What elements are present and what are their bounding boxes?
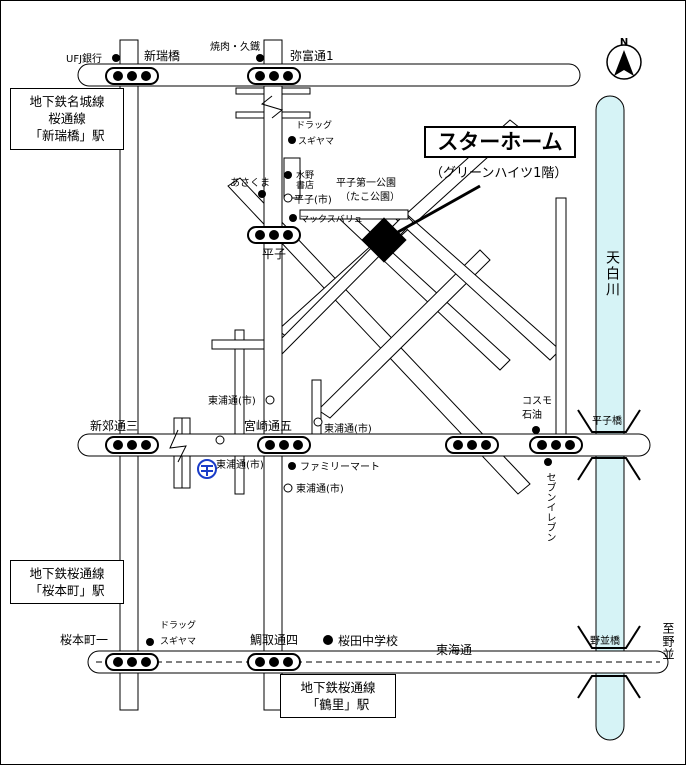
label-maxvalu: マックスバリュ xyxy=(300,214,363,225)
label-cosmo-a: コスモ xyxy=(522,396,552,407)
label-mizuno-b: 書店 xyxy=(296,179,314,191)
station-box-sakurahoncho: 地下鉄桜通線 「桜本町」駅 xyxy=(10,560,124,604)
bus-stop-icons xyxy=(215,193,323,493)
label-cosmo-b: 石油 xyxy=(522,408,542,421)
destination-title: スターホーム xyxy=(424,126,576,158)
compass-icon: N xyxy=(606,37,642,80)
signal-mid-east xyxy=(445,436,499,454)
label-miyazakidori5: 宮崎通五 xyxy=(244,418,292,433)
station-box-shinmizuhashi: 地下鉄名城線 桜通線 「新瑞橋」駅 xyxy=(10,88,124,150)
station-name: 「桜本町」駅 xyxy=(29,583,105,598)
compass-label: N xyxy=(620,37,628,48)
label-nonamibashi: 野並橋 xyxy=(590,634,620,647)
label-shinmizuhashi: 新瑞橋 xyxy=(144,48,180,63)
road-v-center xyxy=(263,39,283,711)
tenpaku-river xyxy=(595,95,625,741)
signal-hirabari xyxy=(247,226,301,244)
label-tottoridori4: 鯛取通四 xyxy=(250,633,298,647)
bridge-hirabaribashi xyxy=(577,409,641,481)
label-school: 桜田中学校 xyxy=(338,633,398,648)
label-drug2-b: スギヤマ xyxy=(160,636,196,647)
signal-yatomidori1 xyxy=(247,67,301,85)
landmark-dots xyxy=(112,54,552,646)
signal-shingodori3 xyxy=(105,436,159,454)
label-tourabus1: 東浦通(市) xyxy=(208,394,256,407)
label-tenpaku-river: 天白川 xyxy=(604,250,620,298)
label-tourabus4: 東浦通(市) xyxy=(296,482,344,495)
station-line-2: 桜通線 xyxy=(48,111,86,126)
label-seven-eleven: セブンイレブン xyxy=(544,472,555,542)
label-drug1-a: ドラッグ xyxy=(296,119,332,131)
label-familymart: ファミリーマート xyxy=(300,462,380,473)
label-drug2-a: ドラッグ xyxy=(160,619,196,631)
destination-leader-line xyxy=(397,184,481,234)
bridge-nonamibashi xyxy=(577,625,641,699)
station-line: 地下鉄桜通線 xyxy=(300,680,376,695)
label-yakiniku: 焼肉・久鐡 xyxy=(210,40,260,53)
destination-marker xyxy=(361,217,407,263)
road-v-left xyxy=(119,39,139,711)
signal-miyazakidori5 xyxy=(257,436,311,454)
subway-station-icon xyxy=(197,459,217,479)
label-yatomidori1: 弥富通1 xyxy=(290,48,334,63)
label-ufj: UFJ銀行 xyxy=(66,52,102,65)
label-tokaidori: 東海通 xyxy=(436,642,472,657)
map-labels: UFJ銀行 新瑞橋 焼肉・久鐡 弥富通1 ドラッグ スギヤマ 水野 書店 あさく… xyxy=(60,40,622,657)
label-asakuma: あさくま xyxy=(230,177,270,189)
road-h-top xyxy=(77,63,581,87)
label-hirabari-shi: 平子(市) xyxy=(294,193,332,206)
signal-tottoridori4 xyxy=(247,653,301,671)
label-mizuno-a: 水野 xyxy=(296,169,314,181)
signal-hirabaribashi xyxy=(529,436,583,454)
label-shingodori3: 新郊通三 xyxy=(90,418,138,433)
road-break-mid xyxy=(169,429,187,463)
label-park-b: （たこ公園） xyxy=(340,191,400,203)
label-sakurahoncho1: 桜本町一 xyxy=(60,633,108,647)
label-park-a: 平子第一公園 xyxy=(336,176,396,189)
label-tourabus3: 東浦通(市) xyxy=(216,458,264,471)
signal-shinmizuhashi xyxy=(105,67,159,85)
label-to-nonami: 至野並 xyxy=(661,622,675,661)
destination-subtitle: （グリーンハイツ1階） xyxy=(430,166,568,181)
label-tourabus2: 東浦通(市) xyxy=(324,422,372,435)
station-name: 「新瑞橋」駅 xyxy=(29,128,105,143)
label-drug1-b: スギヤマ xyxy=(298,136,334,147)
station-box-tsurusato: 地下鉄桜通線 「鶴里」駅 xyxy=(280,674,396,718)
station-line: 地下鉄桜通線 xyxy=(29,566,105,581)
signal-sakurahoncho1 xyxy=(105,653,159,671)
station-name: 「鶴里」駅 xyxy=(306,697,370,712)
traffic-signals xyxy=(105,67,583,671)
label-hirabari: 平子 xyxy=(262,247,286,261)
station-line-1: 地下鉄名城線 xyxy=(29,94,105,109)
label-hirabaribashi: 平子橋 xyxy=(592,414,622,427)
road-break-top xyxy=(260,95,284,119)
